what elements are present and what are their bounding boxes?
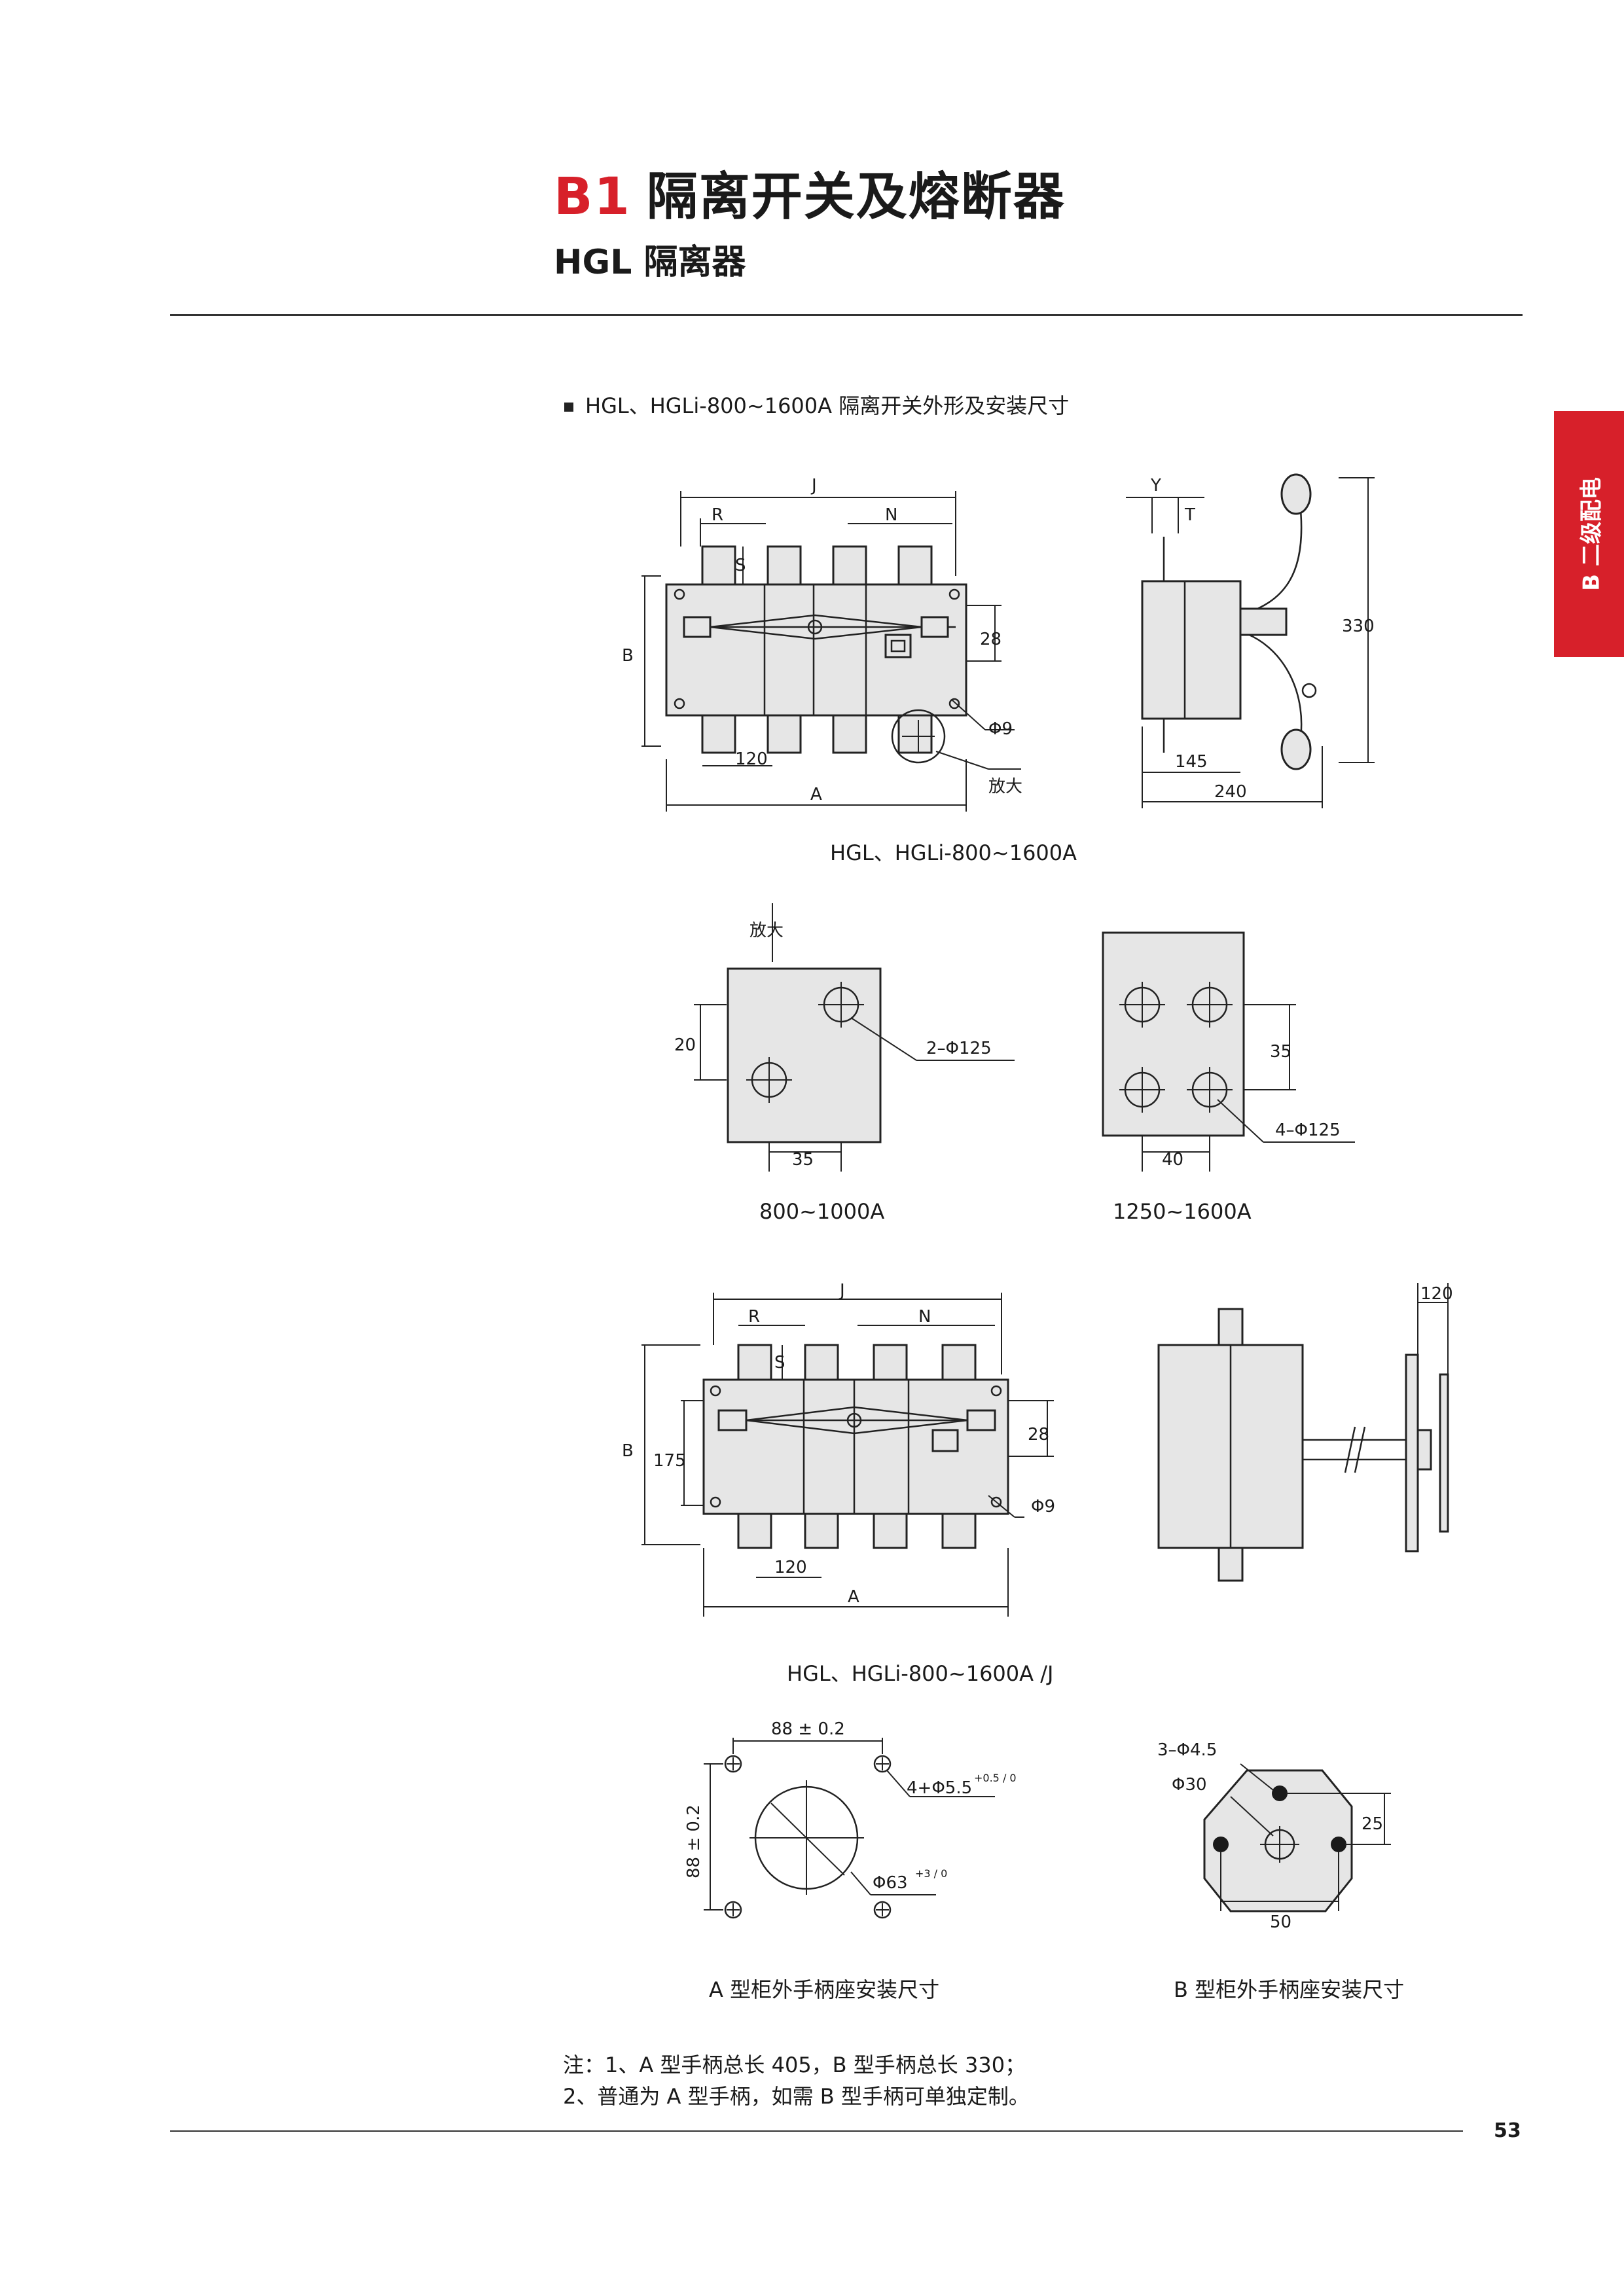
dim-phi9: Φ9 <box>988 719 1013 739</box>
title-text: 隔离开关及熔断器 <box>646 168 1066 226</box>
fig4-right-caption: B 型柜外手柄座安装尺寸 <box>1174 1977 1405 2002</box>
page-number: 53 <box>1494 2119 1521 2142</box>
dim-20: 20 <box>674 1035 696 1055</box>
terminal <box>767 545 802 587</box>
page-subtitle: HGL 隔离器 <box>554 243 746 282</box>
dim-88-top: 88 ± 0.2 <box>771 1719 845 1739</box>
dim-y: Y <box>1150 476 1161 495</box>
center-tol: +3 / 0 <box>915 1867 947 1880</box>
dim-a-3: A <box>848 1587 859 1607</box>
terminal <box>897 712 933 754</box>
dim-s-3: S <box>774 1353 785 1372</box>
dim-175: 175 <box>653 1451 686 1471</box>
terminal <box>941 1344 977 1382</box>
dim-240: 240 <box>1214 782 1247 802</box>
header-rule <box>170 314 1523 316</box>
bullet-icon <box>564 403 573 412</box>
note-2: 2、普通为 A 型手柄，如需 B 型手柄可单独定制。 <box>563 2084 1030 2109</box>
door-panel <box>1405 1354 1419 1552</box>
fig2-right-caption: 1250~1600A <box>1113 1199 1252 1224</box>
zoom-label: 放大 <box>988 777 1022 797</box>
dim-120-3: 120 <box>774 1558 807 1577</box>
terminal <box>701 545 736 587</box>
holes-3-phi45: 3–Φ4.5 <box>1157 1740 1217 1760</box>
terminal <box>767 712 802 754</box>
terminal <box>873 1344 908 1382</box>
fig4-left-view: 88 ± 0.2 88 ± 0.2 4+Φ5.5 +0.5 / 0 Φ63 +3… <box>684 1719 1017 1919</box>
dim-120-side: 120 <box>1420 1284 1453 1304</box>
mount-panel <box>1102 931 1245 1137</box>
dim-b: B <box>622 646 634 666</box>
fig3-front-view: J R N S B 175 28 Φ9 120 A <box>622 1281 1055 1617</box>
dim-330: 330 <box>1342 617 1375 636</box>
lock-box <box>884 634 912 658</box>
switch-body <box>665 583 967 717</box>
fig2-left-caption: 800~1000A <box>759 1199 885 1224</box>
dim-120: 120 <box>735 749 768 769</box>
terminal <box>737 1511 772 1549</box>
dim-phi9-3: Φ9 <box>1031 1497 1055 1516</box>
fig2-right-view: 35 40 4–Φ125 <box>1102 931 1355 1172</box>
dim-28-3: 28 <box>1028 1425 1049 1444</box>
dim-50: 50 <box>1270 1912 1291 1932</box>
dim-t: T <box>1184 505 1195 525</box>
side-body <box>1141 580 1242 720</box>
dim-40: 40 <box>1162 1150 1183 1170</box>
dim-25: 25 <box>1362 1814 1383 1834</box>
center-phi30: Φ30 <box>1172 1775 1207 1795</box>
zoom-marker <box>891 709 946 764</box>
switch-body-j <box>702 1378 1009 1515</box>
fig2-left-view: 放大 20 35 2–Φ125 <box>674 903 1015 1172</box>
footer-rule <box>170 2130 1463 2132</box>
handle-end <box>683 616 712 638</box>
terminal <box>832 712 867 754</box>
dim-88-side: 88 ± 0.2 <box>684 1804 704 1878</box>
note-1: 注：1、A 型手柄总长 405，B 型手柄总长 330； <box>563 2053 1026 2077</box>
dim-s: S <box>735 556 746 575</box>
zoom-label-2: 放大 <box>749 921 784 941</box>
dim-n: N <box>885 505 897 525</box>
terminal <box>832 545 867 587</box>
terminal <box>897 545 933 587</box>
handle-end <box>920 616 949 638</box>
dim-28: 28 <box>980 630 1001 649</box>
dim-145: 145 <box>1175 752 1208 772</box>
section-code: B1 <box>554 168 631 226</box>
fig4-right-view: 3–Φ4.5 Φ30 25 50 <box>1157 1740 1391 1932</box>
fig3-caption: HGL、HGLi-800~1600A /J <box>787 1661 1054 1686</box>
dim-r: R <box>712 505 723 525</box>
terminal <box>737 1344 772 1382</box>
terminal <box>873 1511 908 1549</box>
fig3-side-view: 120 <box>1157 1283 1453 1582</box>
holes-4-phi55: 4+Φ5.5 <box>907 1778 972 1798</box>
dim-35-right: 35 <box>1270 1042 1291 1062</box>
dim-a: A <box>810 785 822 804</box>
dim-35-left: 35 <box>792 1150 814 1170</box>
section-heading: HGL、HGLi-800~1600A 隔离开关外形及安装尺寸 <box>564 389 1069 420</box>
center-phi63: Φ63 <box>873 1873 908 1893</box>
dim-j: J <box>810 476 817 495</box>
fig1-side-view: Y T 330 145 240 <box>1126 473 1375 808</box>
page-title: B1 隔离开关及熔断器 <box>554 156 1066 229</box>
fig1-caption: HGL、HGLi-800~1600A <box>830 840 1077 865</box>
terminal <box>804 1511 839 1549</box>
dim-r-3: R <box>748 1307 760 1327</box>
dim-j-3: J <box>839 1281 845 1300</box>
terminal <box>804 1344 839 1382</box>
dim-b-3: B <box>622 1441 634 1461</box>
section-heading-text: HGL、HGLi-800~1600A 隔离开关外形及安装尺寸 <box>585 393 1070 418</box>
fig1-front-view: J R N S B 28 Φ9 放大 120 A <box>622 476 1022 812</box>
fig4-left-caption: A 型柜外手柄座安装尺寸 <box>709 1977 940 2002</box>
holes-4-phi125: 4–Φ125 <box>1275 1121 1341 1140</box>
terminal <box>701 712 736 754</box>
zoom-panel <box>727 967 882 1143</box>
holes-2-phi125: 2–Φ125 <box>926 1039 992 1058</box>
holes-tol: +0.5 / 0 <box>974 1772 1017 1784</box>
dim-n-3: N <box>918 1307 931 1327</box>
terminal <box>941 1511 977 1549</box>
side-tab[interactable]: B 二级配电 <box>1554 411 1624 657</box>
